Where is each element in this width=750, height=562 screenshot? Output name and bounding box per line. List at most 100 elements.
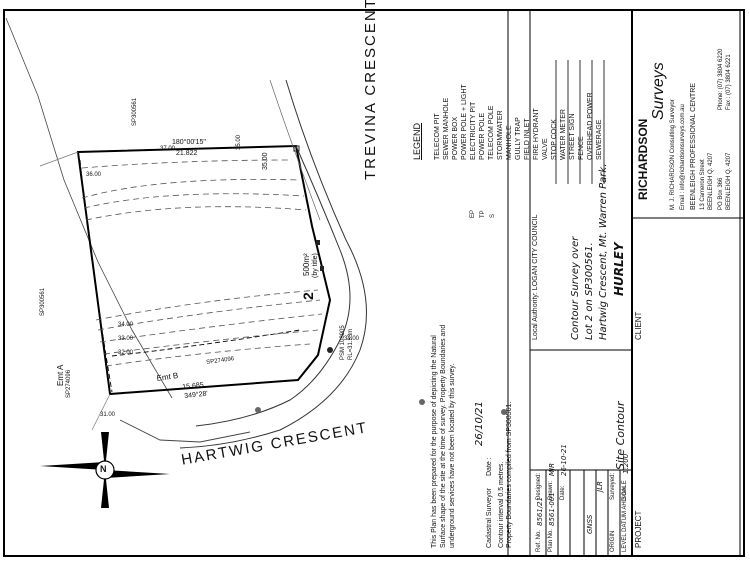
legend-item: POWER POLE + LIGHT: [461, 84, 468, 160]
company-phone: Phone: (07) 3804 6220: [718, 48, 724, 110]
surveyed-value: JLR: [596, 481, 604, 492]
client-value: HURLEY: [612, 242, 626, 296]
signature-label: Cadastral Surveyor: [486, 488, 493, 548]
sp-label-left: SP300561: [40, 287, 46, 316]
plan-no-label: Plan No.: [548, 528, 554, 552]
bearing-top: 180°00'15": [172, 139, 206, 146]
legend-item: TELECOM POLE: [488, 105, 495, 160]
legend-item: OVERHEAD POWER: [587, 92, 594, 160]
company-name: RICHARDSON: [636, 118, 650, 200]
road-edge-right: [179, 79, 367, 449]
legend-item: SEWERAGE: [596, 119, 603, 160]
company-street: 13 Cameron Street: [700, 159, 706, 210]
legend-title: LEGEND: [412, 122, 422, 160]
company-fax: Fax : (07) 3804 6221: [726, 54, 732, 110]
utility-point-icon: [501, 409, 507, 415]
legend-item: FENCE: [578, 136, 585, 160]
lot-boundary: [76, 144, 332, 396]
legend-item: POWER BOX: [452, 116, 459, 160]
psm-rl: RL=31.33m: [348, 328, 354, 360]
psm-marker-icon: [327, 347, 333, 353]
legend-symbols: [555, 60, 605, 184]
scale-label: SCALE: [622, 480, 628, 500]
contour-label: 37.00: [160, 146, 176, 152]
north-arrow-icon: [40, 432, 170, 508]
easement-a-line: [79, 159, 113, 393]
client-label: CLIENT: [634, 311, 643, 340]
contour-lines: [81, 159, 323, 367]
origin-value: GNSS: [586, 514, 594, 534]
plan-no-value: 8561-001: [548, 492, 556, 526]
company-po: PO Box 366: [718, 177, 724, 210]
drawn-value: MJR: [548, 463, 556, 476]
contour-interval-note: Contour interval 0.5 metres.: [498, 461, 505, 548]
legend-item: FIRE HYDRANT: [533, 108, 540, 160]
lot-area-note: (by title): [312, 253, 319, 278]
legend-code: TP: [480, 210, 486, 218]
legend-code: EP: [470, 209, 476, 218]
contour-label: 33.00: [118, 336, 134, 342]
legend-item: ELECTRICITY PIT: [470, 101, 477, 160]
company-surveyor: M. J. RICHARDSON Consulting Surveyor: [670, 99, 676, 210]
designed-label: Designed:: [536, 472, 542, 500]
footpath-line: [269, 79, 321, 221]
legend-item: FIELD INLET: [524, 118, 531, 160]
notes-date-value: 26/10/21: [474, 401, 485, 446]
notes-text: This Plan has been prepared for the purp…: [431, 324, 456, 548]
easement-a-label: Emt A: [56, 364, 65, 386]
company-centre: BEENLEIGH PROFESSIONAL CENTRE: [690, 83, 697, 210]
ref-no-value: 8561/21: [536, 496, 544, 526]
legend-item: GULLY TRAP: [515, 117, 522, 160]
contour-label: 35.00: [236, 134, 242, 150]
date-label: Date:: [560, 485, 566, 500]
date-value: 26-10-21: [560, 444, 568, 476]
local-authority: Local Authority: LOGAN CITY COUNCIL: [532, 214, 539, 340]
surveyed-label: Surveyed:: [610, 472, 616, 500]
utility-box-icon: [293, 145, 300, 152]
contour-label: 32.00: [118, 350, 134, 356]
easement-a-ref: SP274096: [66, 369, 72, 398]
company-name-surveys: Surveys: [650, 62, 667, 120]
distance-right: 35.00: [262, 152, 269, 170]
sp-label-top: SP300561: [132, 97, 138, 126]
contour-label: 31.00: [100, 412, 116, 418]
easement-b-line: [111, 329, 301, 357]
legend-code: S: [490, 213, 496, 218]
description-line-1: Contour Survey over: [570, 236, 581, 340]
contour-label: 34.00: [118, 322, 134, 328]
legend-item: MANHOLE: [506, 125, 513, 160]
company-email: Email : info@richardsonsurveys.com.au: [680, 104, 686, 210]
road-edge-left: [5, 17, 173, 399]
kerb-return: [119, 419, 251, 443]
legend-item: WATER METER: [560, 109, 567, 160]
company-suburb: BEENLEIGH Q. 4207: [708, 152, 714, 210]
sheet-border: [3, 9, 745, 557]
boundaries-note: Property Boundaries compiled from SP3005…: [506, 401, 513, 548]
utility-point-icon: [419, 399, 425, 405]
lot-number: 2: [300, 292, 316, 300]
north-label: N: [100, 464, 107, 474]
legend-item: STORMWATER: [497, 110, 504, 160]
side-line: [39, 151, 79, 167]
legend-item: SEWER MANHOLE: [443, 97, 450, 160]
legend-item: STOP COCK: [551, 119, 558, 160]
contour-label: 36.00: [86, 172, 102, 178]
ref-no-label: Ref. No.: [536, 529, 542, 552]
psm-label: PSM 108905: [340, 325, 346, 360]
utility-box-icon: [320, 266, 324, 271]
distance-top: 21.822: [176, 150, 198, 157]
utility-box-icon: [316, 240, 320, 245]
notes-date-label: Date :: [486, 457, 493, 476]
legend-item: VALVE: [542, 138, 549, 160]
company-po-suburb: BEENLEIGH Q. 4207: [726, 152, 732, 210]
legend-item: STREET SIGN: [569, 113, 576, 160]
origin-label: ORIGIN: [610, 530, 616, 552]
side-line: [91, 393, 111, 431]
street-name-east: TREVINA CRESCENT: [362, 0, 379, 180]
scale-value: 1:200: [622, 453, 630, 474]
project-label: PROJECT: [634, 510, 643, 548]
legend-item: POWER POLE: [479, 112, 486, 160]
